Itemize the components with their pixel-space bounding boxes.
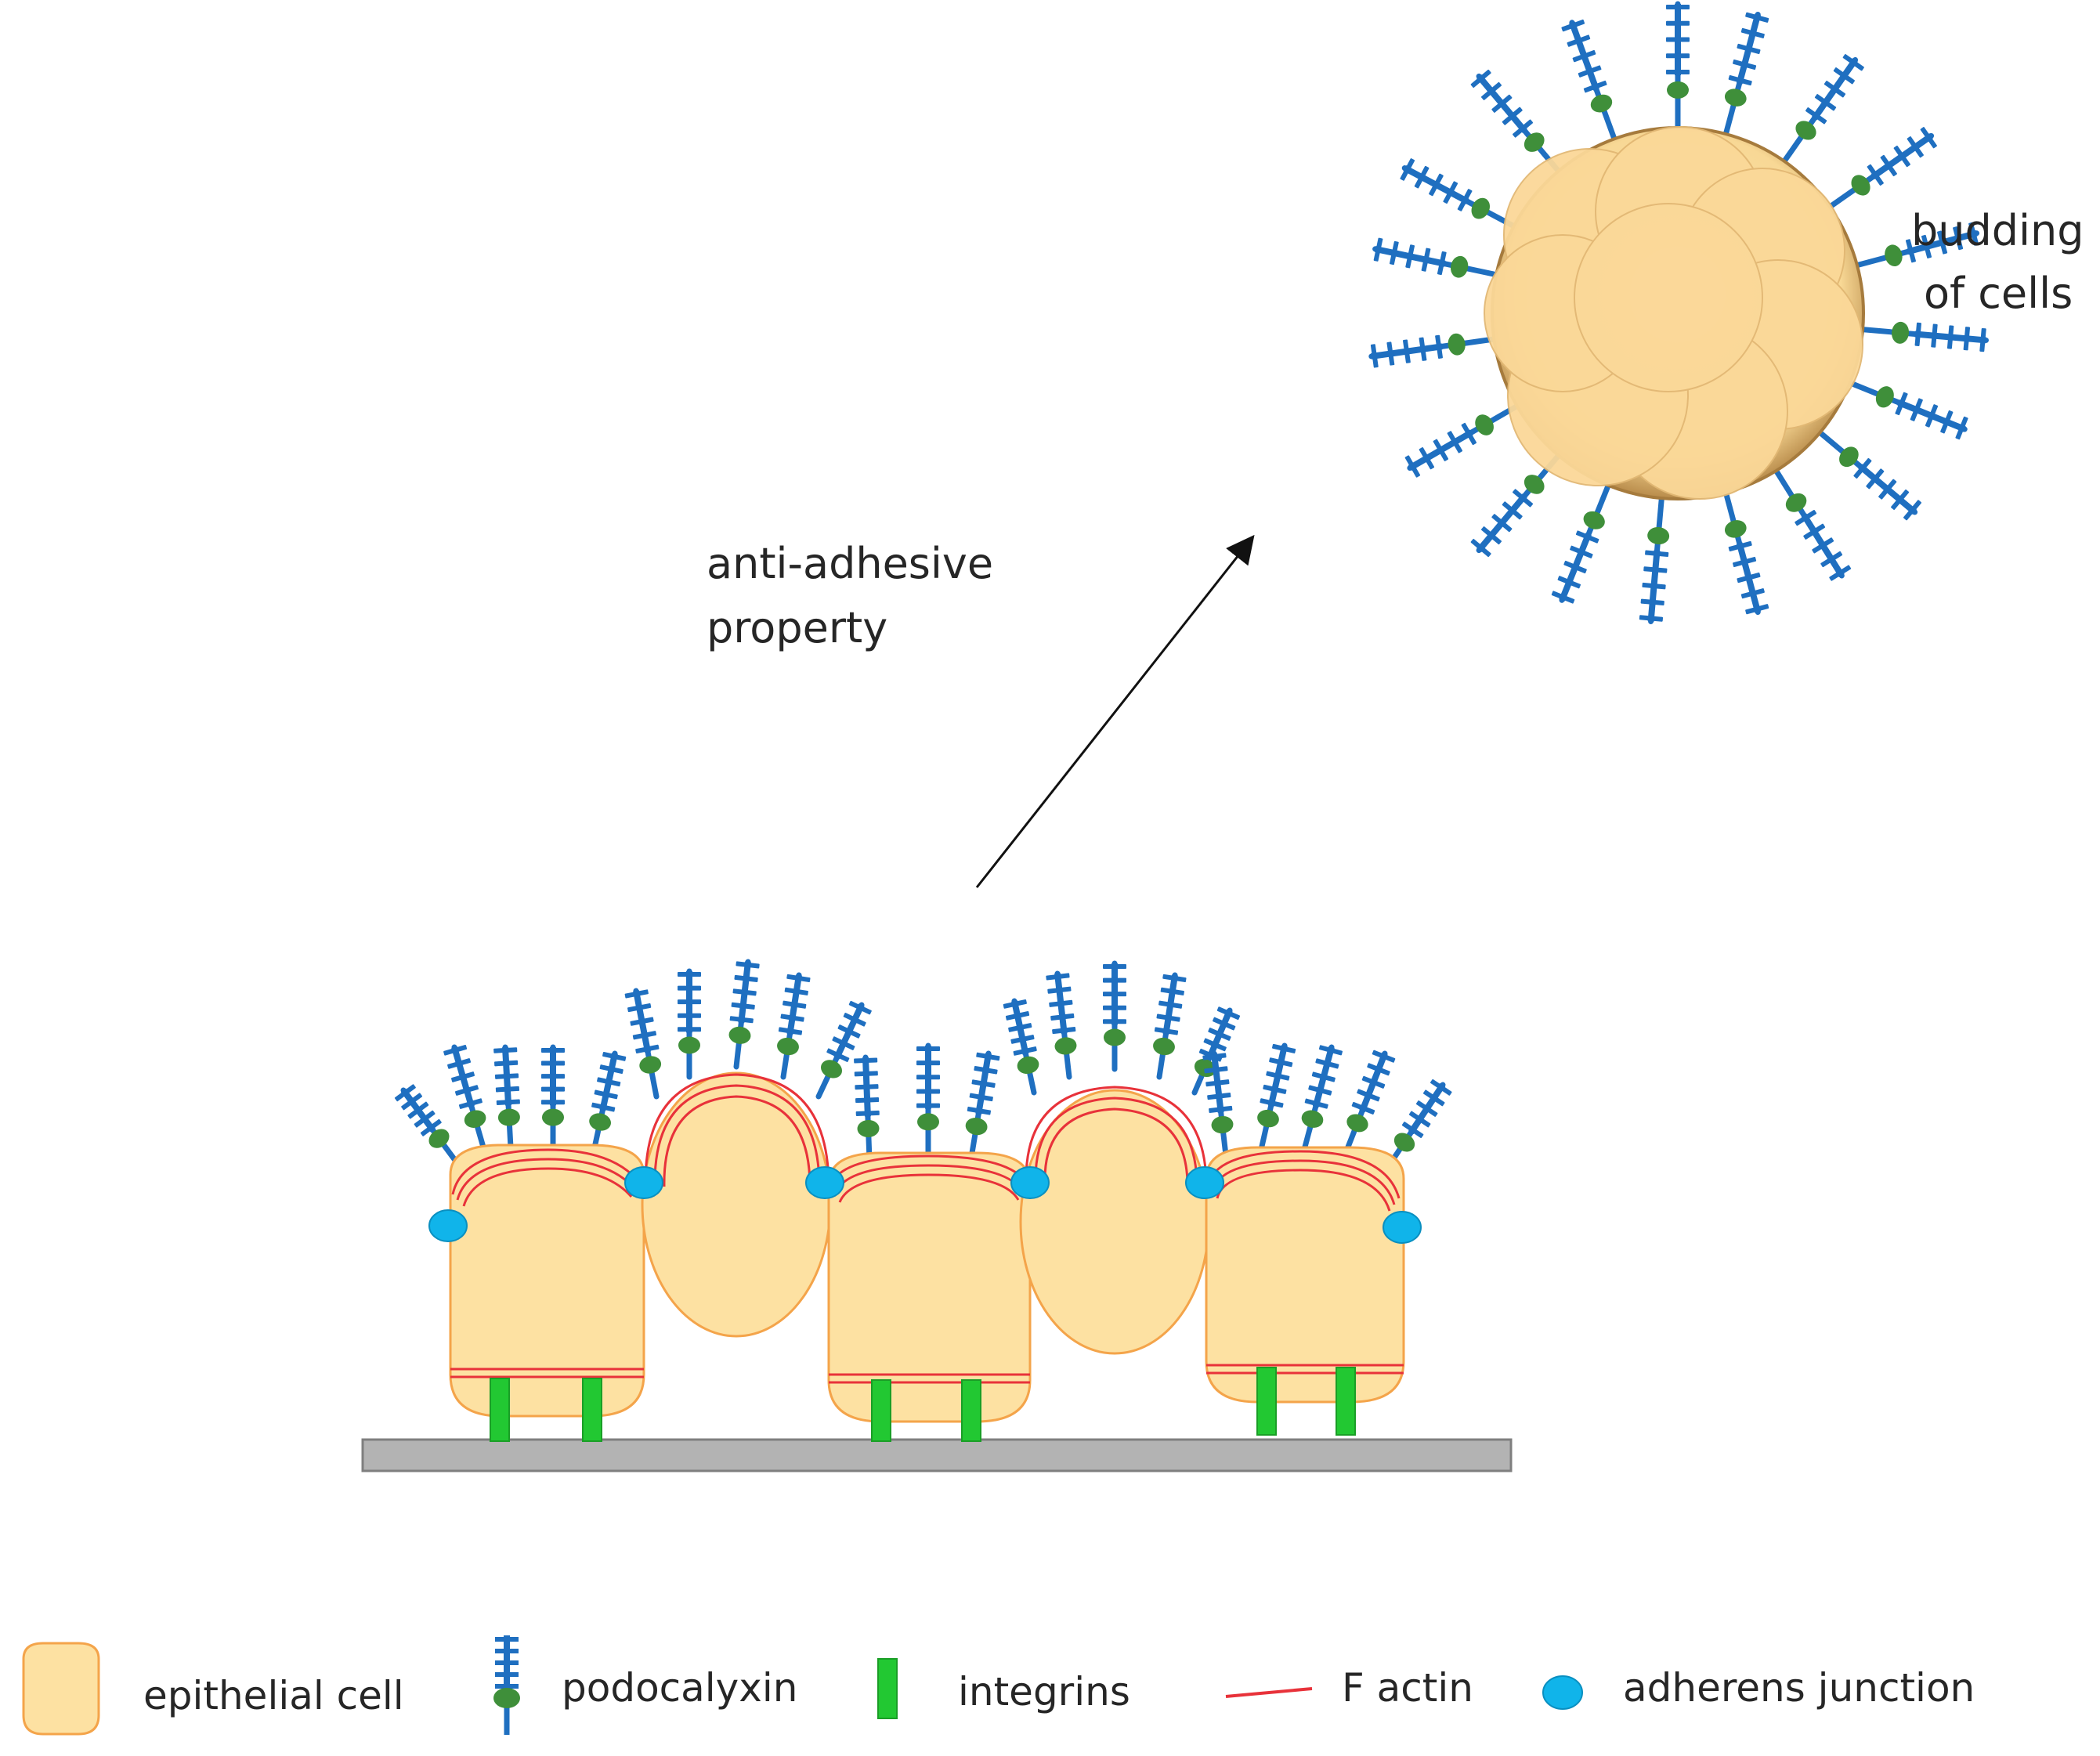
podocalyxin — [1666, 1, 1690, 130]
podocalyxin — [1385, 1079, 1452, 1170]
legend-podocalyxin-icon — [493, 1635, 520, 1735]
legend-f-actin-swatch — [1225, 1687, 1313, 1698]
integrin — [582, 1378, 602, 1442]
cluster-podocalyxin — [1368, 1, 1989, 624]
legend-podocalyxin-label: podocalyxin — [562, 1665, 798, 1711]
budding-label-line1: budding — [1911, 206, 2084, 255]
podocalyxin — [1470, 453, 1561, 558]
podocalyxin — [541, 1044, 565, 1151]
podocalyxin — [1343, 1050, 1396, 1156]
epithelial-layer — [449, 1071, 1405, 1423]
podocalyxin — [1639, 496, 1670, 624]
epithelial-cell — [1574, 203, 1763, 392]
podocalyxin — [624, 988, 662, 1100]
podocalyxin — [1855, 222, 1980, 268]
anti-adhesive-label-line1: anti-adhesive — [707, 539, 994, 588]
legend-epithelial-cell-swatch — [22, 1642, 100, 1736]
podocalyxin — [1257, 1042, 1296, 1153]
podocalyxin — [1860, 321, 1989, 352]
podocalyxin — [854, 1054, 880, 1162]
integrin — [1336, 1367, 1356, 1436]
podocalyxin — [916, 1042, 940, 1158]
podocalyxin — [728, 959, 760, 1070]
integrin — [961, 1379, 981, 1442]
epithelial-cell — [641, 1071, 832, 1338]
adherens-junctions — [428, 1166, 1422, 1244]
budding-arrow — [975, 534, 1255, 888]
podocalyxin — [1153, 972, 1187, 1080]
podocalyxin — [1372, 237, 1498, 278]
epithelium-podocalyxin — [394, 959, 1452, 1170]
integrins — [490, 1367, 1356, 1442]
legend-adherens-swatch — [1542, 1675, 1583, 1710]
f-actin-bundles — [450, 1073, 1404, 1384]
podocalyxin — [394, 1084, 457, 1162]
adherens-junction — [1185, 1166, 1224, 1199]
epithelial-cell — [827, 1151, 1032, 1423]
podocalyxin — [1301, 1044, 1343, 1153]
podocalyxin — [1470, 69, 1561, 174]
podocalyxin — [1400, 158, 1516, 229]
adherens-junction — [624, 1166, 663, 1199]
adherens-junction — [428, 1209, 468, 1242]
podocalyxin — [589, 1050, 627, 1154]
anti-adhesive-label-line2: property — [707, 603, 888, 652]
podocalyxin-icon — [493, 1635, 520, 1735]
podocalyxin — [1202, 1050, 1234, 1158]
budding-label-line2: of cells — [1924, 269, 2073, 318]
podocalyxin — [1046, 970, 1077, 1080]
podocalyxin — [1404, 403, 1520, 478]
epithelial-cell — [1205, 1146, 1405, 1404]
integrin — [1256, 1367, 1277, 1436]
podocalyxin — [777, 972, 811, 1080]
legend-f-actin-label: F actin — [1342, 1665, 1473, 1711]
podocalyxin — [678, 968, 701, 1080]
podocalyxin — [1773, 468, 1852, 581]
podocalyxin — [1827, 127, 1937, 209]
podocalyxin — [1103, 960, 1126, 1072]
podocalyxin — [1551, 483, 1611, 604]
podocalyxin — [965, 1050, 1000, 1161]
integrin — [871, 1379, 891, 1442]
podocalyxin — [443, 1044, 487, 1153]
podocalyxin — [1368, 333, 1496, 368]
legend-integrins-label: integrins — [958, 1669, 1130, 1714]
epithelial-cell — [449, 1144, 645, 1418]
legend-epithelial-cell-label: epithelial cell — [143, 1673, 404, 1718]
substrate — [361, 1438, 1513, 1472]
podocalyxin — [1848, 380, 1968, 440]
podocalyxin — [1191, 1006, 1241, 1096]
legend-adherens-junction-label: adherens junction — [1623, 1665, 1975, 1711]
integrin — [490, 1378, 510, 1442]
podocalyxin — [1723, 11, 1769, 136]
adherens-junction — [1383, 1211, 1422, 1244]
podocalyxin — [815, 1000, 872, 1100]
budding-cluster — [1484, 126, 1865, 500]
podocalyxin — [493, 1044, 520, 1151]
podocalyxin — [1782, 54, 1864, 164]
podocalyxin — [1561, 19, 1617, 141]
podocalyxin — [1003, 998, 1039, 1096]
adherens-junction — [1010, 1166, 1050, 1199]
podocalyxin — [1723, 490, 1769, 616]
legend-integrin-swatch — [877, 1658, 898, 1719]
podocalyxin — [1817, 430, 1922, 521]
legend — [22, 1635, 1583, 1736]
adherens-junction — [805, 1166, 844, 1199]
